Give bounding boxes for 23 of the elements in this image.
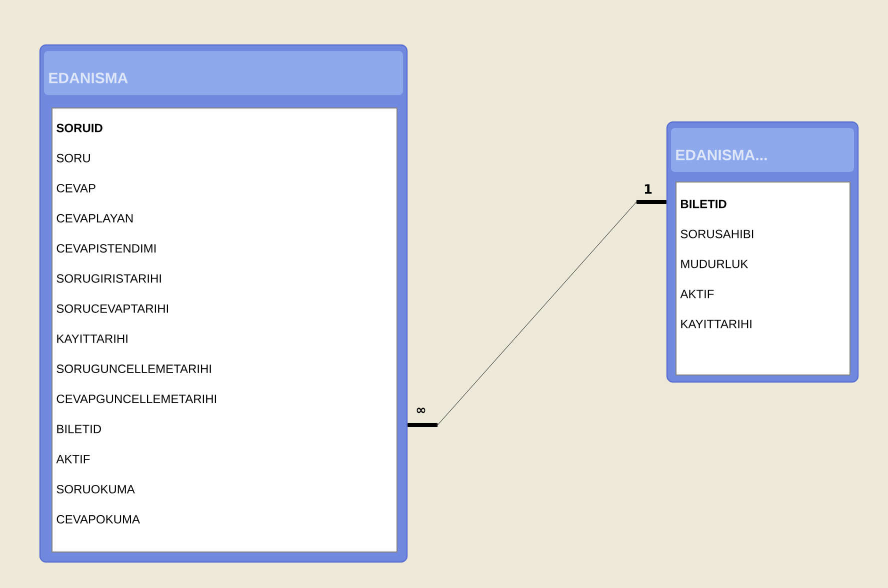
- relationship-line: [408, 200, 666, 427]
- field-name: CEVAPGUNCELLEMETARIHI: [56, 394, 216, 404]
- field-name: BILETID: [681, 200, 726, 208]
- field-name: SORUSAHIBI: [680, 230, 754, 238]
- field-name: SORUGIRISTARIHI: [56, 274, 161, 283]
- field-name: CEVAP: [56, 184, 96, 192]
- table-title: EDANISMA...: [676, 150, 767, 160]
- field-name: SORUGUNCELLEMETARIHI: [56, 364, 211, 374]
- table-title: EDANISMA: [49, 72, 128, 84]
- field-name: MUDURLUK: [681, 260, 748, 268]
- field-name: BILETID: [57, 424, 101, 434]
- field-name: SORU: [56, 154, 90, 162]
- field-name: SORUOKUMA: [56, 484, 135, 494]
- cardinality-label: 1: [644, 184, 652, 194]
- field-name: CEVAPOKUMA: [56, 515, 140, 524]
- field-name: KAYITTARIHI: [57, 334, 128, 343]
- field-name: CEVAPISTENDIMI: [56, 244, 156, 253]
- field-name: SORUID: [56, 124, 102, 132]
- field-name: AKTIF: [56, 454, 90, 464]
- field-name: CEVAPLAYAN: [56, 214, 133, 223]
- field-name: SORUCEVAPTARIHI: [56, 304, 168, 313]
- field-name: AKTIF: [680, 290, 714, 298]
- field-name: KAYITTARIHI: [681, 320, 752, 328]
